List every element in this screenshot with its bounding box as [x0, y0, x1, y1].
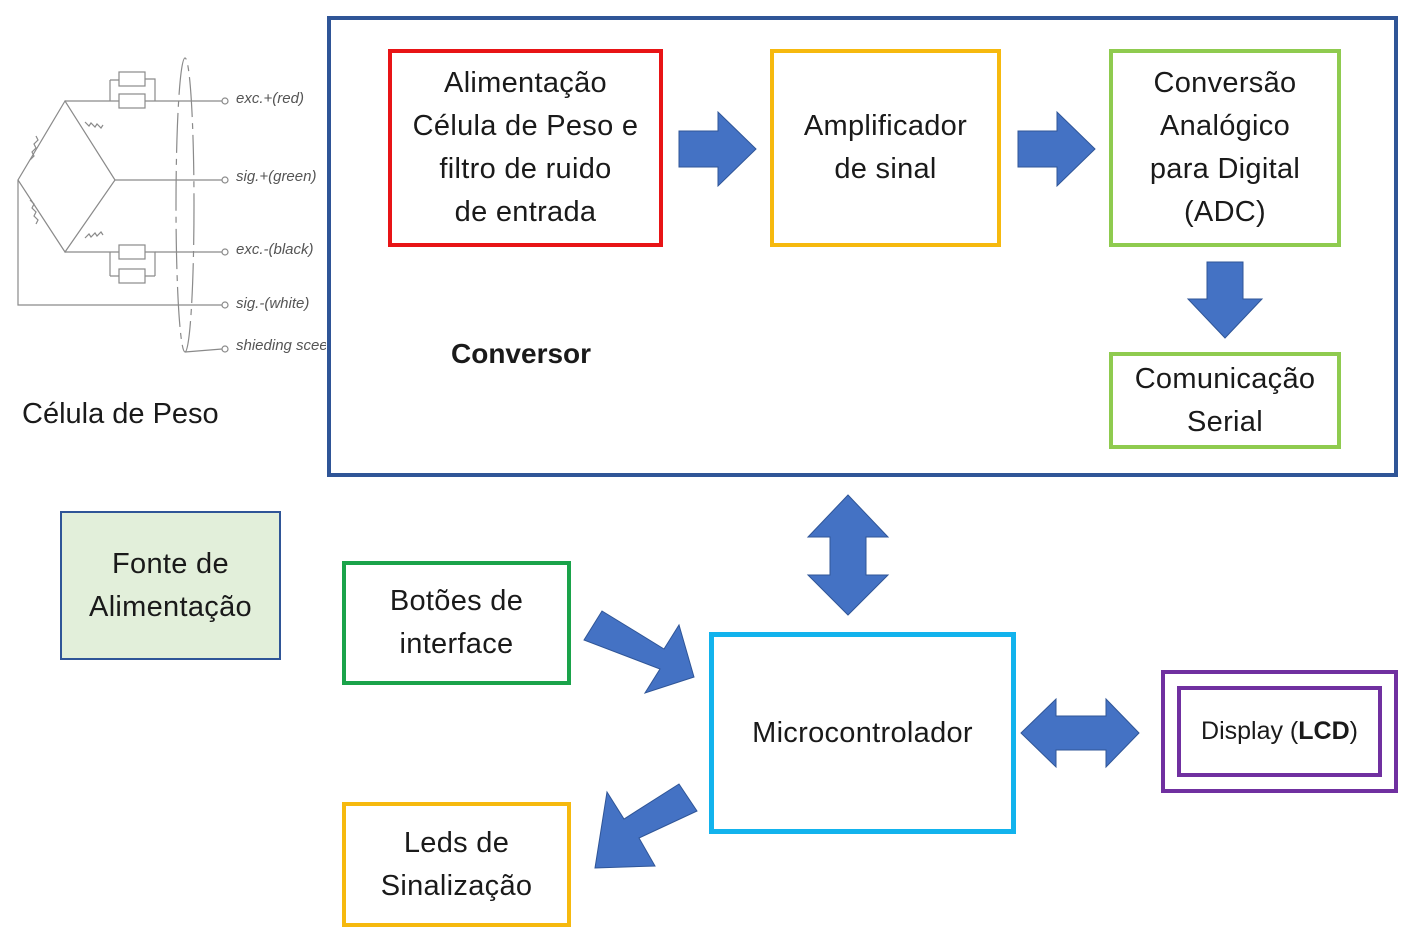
block-line: Conversão	[1153, 67, 1297, 99]
arrow-diagonal-icon	[594, 783, 698, 869]
display-suffix: )	[1349, 717, 1358, 745]
block-line: para Digital	[1149, 153, 1301, 185]
display-inner: Display (LCD)	[1177, 686, 1382, 777]
arrow-right-icon	[678, 110, 757, 188]
double-arrow-horizontal-icon	[1020, 697, 1140, 769]
adc-block: Conversão Analógico para Digital (ADC)	[1109, 49, 1341, 247]
wire-label-exc-minus: exc.-(black)	[236, 241, 314, 258]
leds-block: Leds de Sinalização	[342, 802, 571, 927]
load-cell-schematic	[17, 57, 229, 353]
microcontroller-block: Microcontrolador	[709, 632, 1016, 834]
converter-label: Conversor	[451, 338, 592, 369]
block-line: filtro de ruido	[439, 153, 612, 185]
block-line: Botões de	[389, 585, 524, 617]
display-outer: Display (LCD)	[1161, 670, 1398, 793]
load-cell-caption: Célula de Peso	[22, 398, 219, 430]
block-line: Alimentação	[444, 67, 607, 99]
block-line: Fonte de	[112, 547, 229, 580]
arrow-down-icon	[1186, 261, 1264, 339]
block-line: Comunicação	[1134, 362, 1316, 395]
block-line: Alimentação	[89, 590, 252, 623]
block-line: de entrada	[454, 196, 597, 228]
double-arrow-vertical-icon	[806, 494, 890, 616]
block-line: Analógico	[1159, 110, 1291, 142]
microcontroller-label: Microcontrolador	[752, 716, 973, 749]
block-line: de sinal	[834, 153, 937, 185]
power-filter-block: Alimentação Célula de Peso e filtro de r…	[388, 49, 663, 247]
converter-container	[327, 16, 1398, 477]
block-line: Célula de Peso e	[412, 110, 639, 142]
wire-label-exc-plus: exc.+(red)	[236, 90, 304, 107]
amplifier-block: Amplificador de sinal	[770, 49, 1001, 247]
block-line: Serial	[1187, 405, 1263, 438]
serial-block: Comunicação Serial	[1109, 352, 1341, 449]
block-line: (ADC)	[1183, 196, 1267, 228]
power-supply-block: Fonte de Alimentação	[60, 511, 281, 660]
wire-label-sig-minus: sig.-(white)	[236, 295, 310, 312]
wire-label-sig-plus: sig.+(green)	[236, 168, 317, 185]
block-line: Amplificador	[803, 110, 968, 142]
wire-label-shield: shieding sceen	[236, 337, 326, 354]
block-line: Leds de	[403, 826, 510, 859]
arrow-diagonal-icon	[583, 610, 695, 694]
buttons-block: Botões de interface	[342, 561, 571, 685]
display-bold: LCD	[1298, 717, 1350, 745]
arrow-right-icon	[1017, 110, 1096, 188]
block-line: interface	[399, 628, 514, 660]
block-line: Sinalização	[380, 869, 533, 902]
display-prefix: Display (	[1201, 717, 1299, 745]
